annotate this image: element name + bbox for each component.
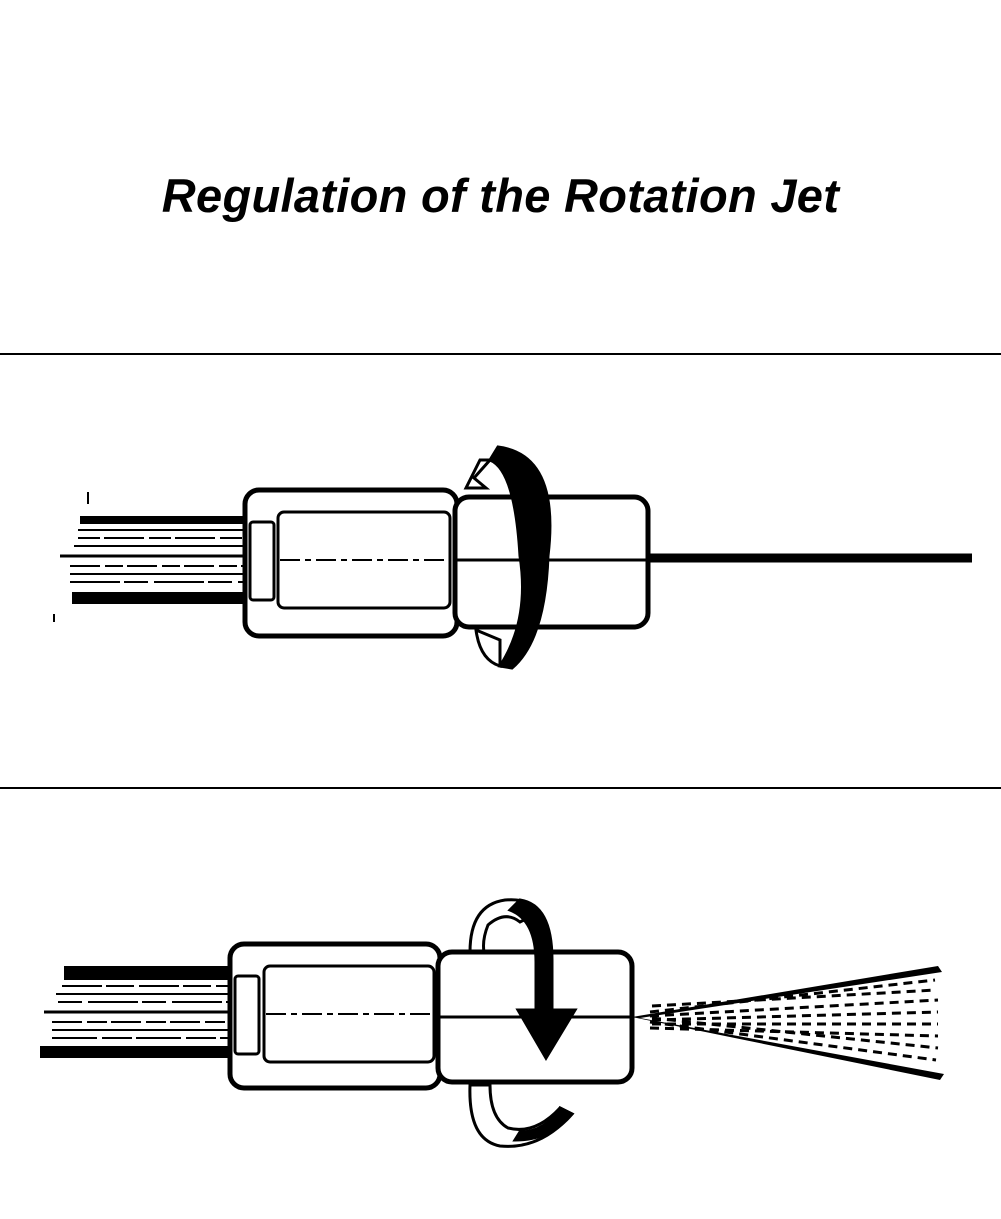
rotation-arrow-front-icon [507,898,578,1061]
nozzle-diagram-fan-spray [40,898,944,1148]
divider-bottom [0,787,1001,789]
nozzle-body [227,941,443,1091]
divider-top [0,353,1001,355]
nozzle-body [242,487,460,639]
nozzle-diagram-straight-jet [53,445,972,670]
fan-spray [632,966,944,1080]
lance-hose [53,492,245,622]
page-title: Regulation of the Rotation Jet [161,169,840,222]
nozzle-cap [452,494,651,630]
lance-hose [40,966,232,1058]
rotation-arrow-icon [463,445,552,670]
